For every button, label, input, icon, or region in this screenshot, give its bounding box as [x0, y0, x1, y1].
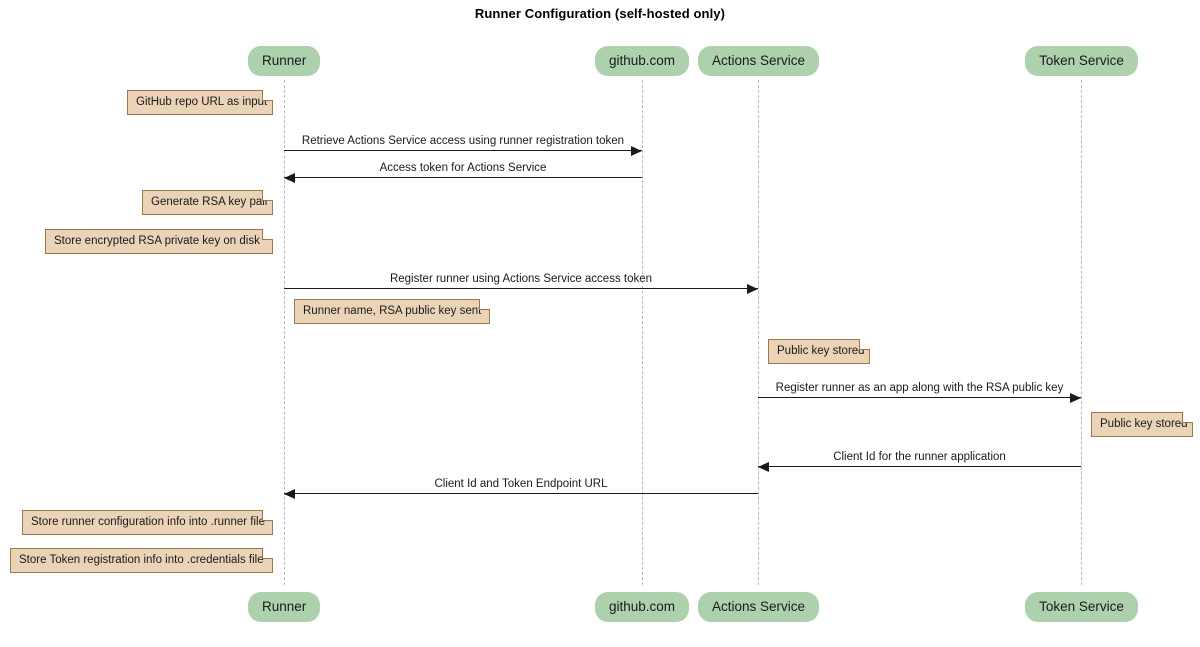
msg-client-id-label: Client Id for the runner application [833, 451, 1006, 463]
note-fold-corner-icon [262, 90, 273, 101]
note-public-key-2: Public key stored [1091, 412, 1193, 437]
msg-client-id-arrowhead [758, 461, 769, 472]
msg-client-id-endpoint-arrowhead [284, 488, 295, 499]
msg-access-token-label: Access token for Actions Service [379, 162, 547, 174]
note-repo-url: GitHub repo URL as input [127, 90, 273, 115]
lifeline-actions [758, 80, 760, 585]
msg-access-token-line [284, 177, 642, 178]
msg-client-id-line [758, 466, 1081, 467]
msg-client-id-endpoint-label: Client Id and Token Endpoint URL [434, 478, 608, 490]
note-store-token-text: Store Token registration info into .cred… [19, 554, 264, 566]
participant-github-top[interactable]: github.com [595, 46, 689, 76]
msg-retrieve-access-arrowhead [631, 145, 642, 156]
msg-register-app-line [758, 397, 1081, 398]
note-store-token: Store Token registration info into .cred… [10, 548, 273, 573]
msg-access-token-arrowhead [284, 172, 295, 183]
lifeline-runner [284, 80, 286, 585]
note-repo-url-text: GitHub repo URL as input [136, 96, 268, 108]
msg-register-runner-label: Register runner using Actions Service ac… [389, 273, 653, 285]
lifeline-token [1081, 80, 1083, 585]
note-fold-corner-icon [1182, 412, 1193, 423]
note-store-runner-text: Store runner configuration info into .ru… [31, 516, 265, 528]
msg-register-app-arrowhead [1070, 392, 1081, 403]
msg-retrieve-access-label: Retrieve Actions Service access using ru… [301, 135, 625, 147]
note-public-key-1-text: Public key stored [777, 345, 865, 357]
msg-retrieve-access-line [284, 150, 642, 151]
note-store-private-text: Store encrypted RSA private key on disk [54, 235, 260, 247]
note-fold-corner-icon [859, 339, 870, 350]
note-generate-rsa: Generate RSA key pair [142, 190, 273, 215]
participant-github-bottom[interactable]: github.com [595, 592, 689, 622]
note-public-key-1: Public key stored [768, 339, 870, 364]
note-fold-corner-icon [262, 190, 273, 201]
participant-runner-bottom[interactable]: Runner [248, 592, 320, 622]
note-fold-corner-icon [479, 299, 490, 310]
msg-client-id-endpoint-line [284, 493, 758, 494]
note-store-private: Store encrypted RSA private key on disk [45, 229, 273, 254]
note-store-runner: Store runner configuration info into .ru… [22, 510, 273, 535]
participant-actions-top[interactable]: Actions Service [698, 46, 819, 76]
note-public-key-2-text: Public key stored [1100, 418, 1188, 430]
page-title: Runner Configuration (self-hosted only) [474, 6, 726, 21]
note-fold-corner-icon [262, 229, 273, 240]
msg-register-app-label: Register runner as an app along with the… [775, 382, 1064, 394]
participant-token-top[interactable]: Token Service [1025, 46, 1138, 76]
note-generate-rsa-text: Generate RSA key pair [151, 196, 269, 208]
participant-runner-top[interactable]: Runner [248, 46, 320, 76]
note-fold-corner-icon [262, 548, 273, 559]
participant-actions-bottom[interactable]: Actions Service [698, 592, 819, 622]
note-fold-corner-icon [262, 510, 273, 521]
msg-register-runner-line [284, 288, 758, 289]
lifeline-github [642, 80, 644, 585]
note-runner-name-text: Runner name, RSA public key sent [303, 305, 482, 317]
note-runner-name: Runner name, RSA public key sent [294, 299, 490, 324]
participant-token-bottom[interactable]: Token Service [1025, 592, 1138, 622]
msg-register-runner-arrowhead [747, 283, 758, 294]
